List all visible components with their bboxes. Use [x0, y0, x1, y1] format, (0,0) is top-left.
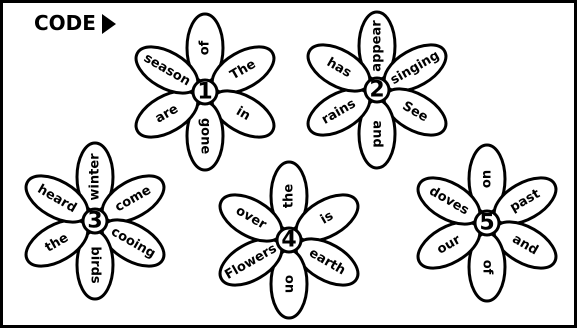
flower-3-word: birds	[88, 246, 103, 283]
flower-1-number: 1	[197, 80, 212, 105]
code-label: CODE	[34, 11, 96, 35]
flower-1-word: of	[198, 40, 213, 55]
flower-2-word: appear	[370, 20, 385, 72]
flower-1-word: gone	[198, 118, 213, 154]
flower-5-number: 5	[479, 211, 494, 236]
flower-4-word: on	[282, 275, 297, 293]
flower-3-word: winter	[88, 153, 103, 201]
flower-5-word: of	[480, 260, 495, 275]
flower-2-word: and	[370, 120, 385, 147]
flower-2-number: 2	[369, 78, 384, 103]
flower-4-number: 4	[281, 228, 296, 253]
flower-3-number: 3	[87, 209, 102, 234]
flower-4-word: the	[282, 184, 297, 208]
flower-5-word: on	[480, 170, 495, 188]
